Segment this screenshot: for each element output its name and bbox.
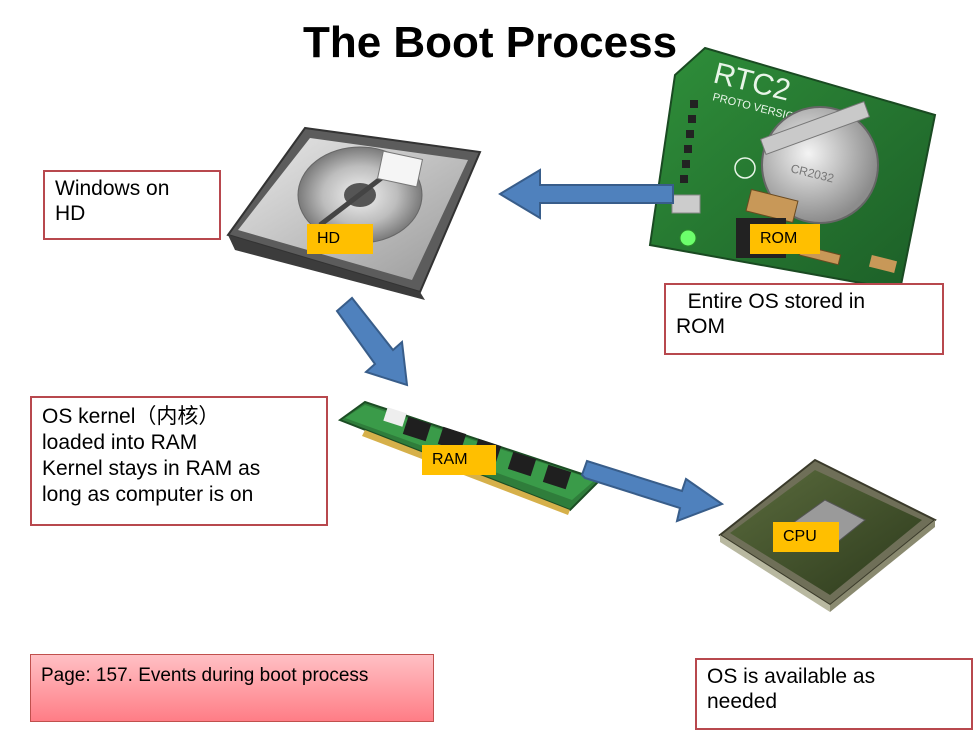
note-line: Kernel stays in RAM as xyxy=(42,457,261,480)
note-line: long as computer is on xyxy=(42,483,254,506)
rom-label: ROM xyxy=(750,224,820,254)
note-line: needed xyxy=(707,690,778,713)
os-available-note: OS is available as needed xyxy=(695,658,973,730)
note-line: Windows on xyxy=(55,177,170,200)
rom-os-note: Entire OS stored in ROM xyxy=(664,283,944,355)
windows-on-hd-note: Windows on HD xyxy=(43,170,221,240)
note-line: ROM xyxy=(676,315,725,338)
kernel-note: OS kernel（内核） loaded into RAM Kernel sta… xyxy=(30,396,328,526)
note-line: Entire OS stored in xyxy=(676,290,866,313)
note-line: OS kernel（内核） xyxy=(42,405,220,428)
page-title: The Boot Process xyxy=(302,18,678,67)
page-reference-note: Page: 157. Events during boot process xyxy=(30,654,434,722)
note-line: OS is available as xyxy=(707,665,876,688)
note-line: HD xyxy=(55,202,86,225)
ram-label: RAM xyxy=(422,445,496,475)
arrow-rom-to-hd xyxy=(498,168,674,220)
hard-drive-image xyxy=(226,126,482,300)
arrow-hd-to-ram xyxy=(335,296,409,387)
arrow-ram-to-cpu xyxy=(580,459,725,523)
cpu-label: CPU xyxy=(773,522,839,552)
note-line: loaded into RAM xyxy=(42,431,198,454)
hd-label: HD xyxy=(307,224,373,254)
